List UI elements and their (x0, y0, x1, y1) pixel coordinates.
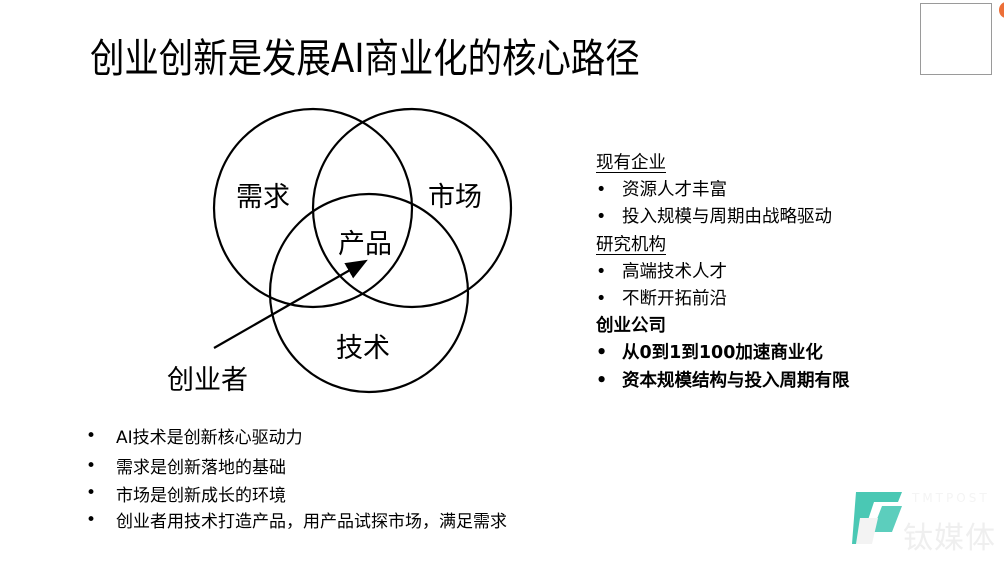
entrepreneur-arrow (213, 259, 368, 349)
thumbnail-frame (920, 3, 992, 75)
list-item: • 资本规模结构与投入周期有限 (596, 368, 850, 395)
watermark-cn: 钛媒体 (903, 521, 996, 556)
venn-label-market: 市场 (428, 182, 482, 213)
bullet-icon: • (596, 261, 607, 282)
group-heading-existing-companies: 现有企业 (596, 153, 666, 173)
venn-label-product: 产品 (338, 229, 392, 260)
group-heading-startups: 创业公司 (596, 316, 666, 337)
venn-label-entrepreneur: 创业者 (167, 365, 248, 396)
slide-title: 创业创新是发展AI商业化的核心路径 (90, 36, 640, 82)
list-item: • 不断开拓前沿 (596, 286, 850, 313)
bullet-icon: • (596, 180, 607, 201)
bullet-icon: • (86, 509, 97, 530)
bullet-icon: • (86, 425, 97, 446)
list-item: • 市场是创新成长的环境 (86, 480, 507, 507)
bullet-icon: • (86, 455, 97, 476)
venn-circle-market (311, 107, 513, 309)
orange-marker-icon (999, 2, 1004, 18)
list-item-text: 高端技术人才 (622, 261, 727, 282)
venn-label-technology: 技术 (336, 333, 390, 364)
venn-circle-demand (212, 107, 414, 309)
list-item-text: 从0到1到100加速商业化 (622, 343, 823, 364)
list-item-text: 资本规模结构与投入周期有限 (622, 370, 850, 391)
bullet-icon: • (596, 289, 607, 310)
list-item-text: 投入规模与周期由战略驱动 (622, 207, 832, 228)
list-item-text: AI技术是创新核心驱动力 (116, 428, 303, 448)
list-item: • 高端技术人才 (596, 259, 850, 286)
list-item-text: 不断开拓前沿 (622, 289, 727, 310)
list-item: • AI技术是创新核心驱动力 (86, 421, 507, 450)
list-item-text: 市场是创新成长的环境 (116, 485, 286, 506)
bullet-icon: • (596, 343, 608, 364)
list-item: • 创业者用技术打造产品，用产品试探市场，满足需求 (86, 507, 507, 534)
tmtpost-logo-icon (852, 492, 902, 544)
list-item-text: 资源人才丰富 (622, 180, 727, 201)
bullet-icon: • (596, 370, 608, 391)
list-item: • 从0到1到100加速商业化 (596, 340, 850, 367)
watermark-en: TMTPOST (912, 491, 990, 505)
list-item-text: 需求是创新落地的基础 (116, 458, 286, 478)
bottom-bullet-list: • AI技术是创新核心驱动力 • 需求是创新落地的基础 • 市场是创新成长的环境 • 创… (86, 421, 507, 533)
right-panel: 现有企业 •资源人才丰富 •投入规模与周期由战略驱动 研究机构 •高端技术人才 … (596, 150, 850, 395)
list-item: • 资源人才丰富 (596, 177, 850, 204)
bullet-icon: • (86, 483, 97, 504)
group-heading-research-institutions: 研究机构 (596, 234, 666, 255)
list-item: • 需求是创新落地的基础 (86, 451, 507, 480)
venn-circle-technology (268, 192, 470, 394)
list-item: • 投入规模与周期由战略驱动 (596, 204, 850, 231)
list-item-text: 创业者用技术打造产品，用产品试探市场，满足需求 (116, 512, 507, 533)
venn-label-demand: 需求 (236, 182, 290, 213)
bullet-icon: • (596, 207, 607, 228)
